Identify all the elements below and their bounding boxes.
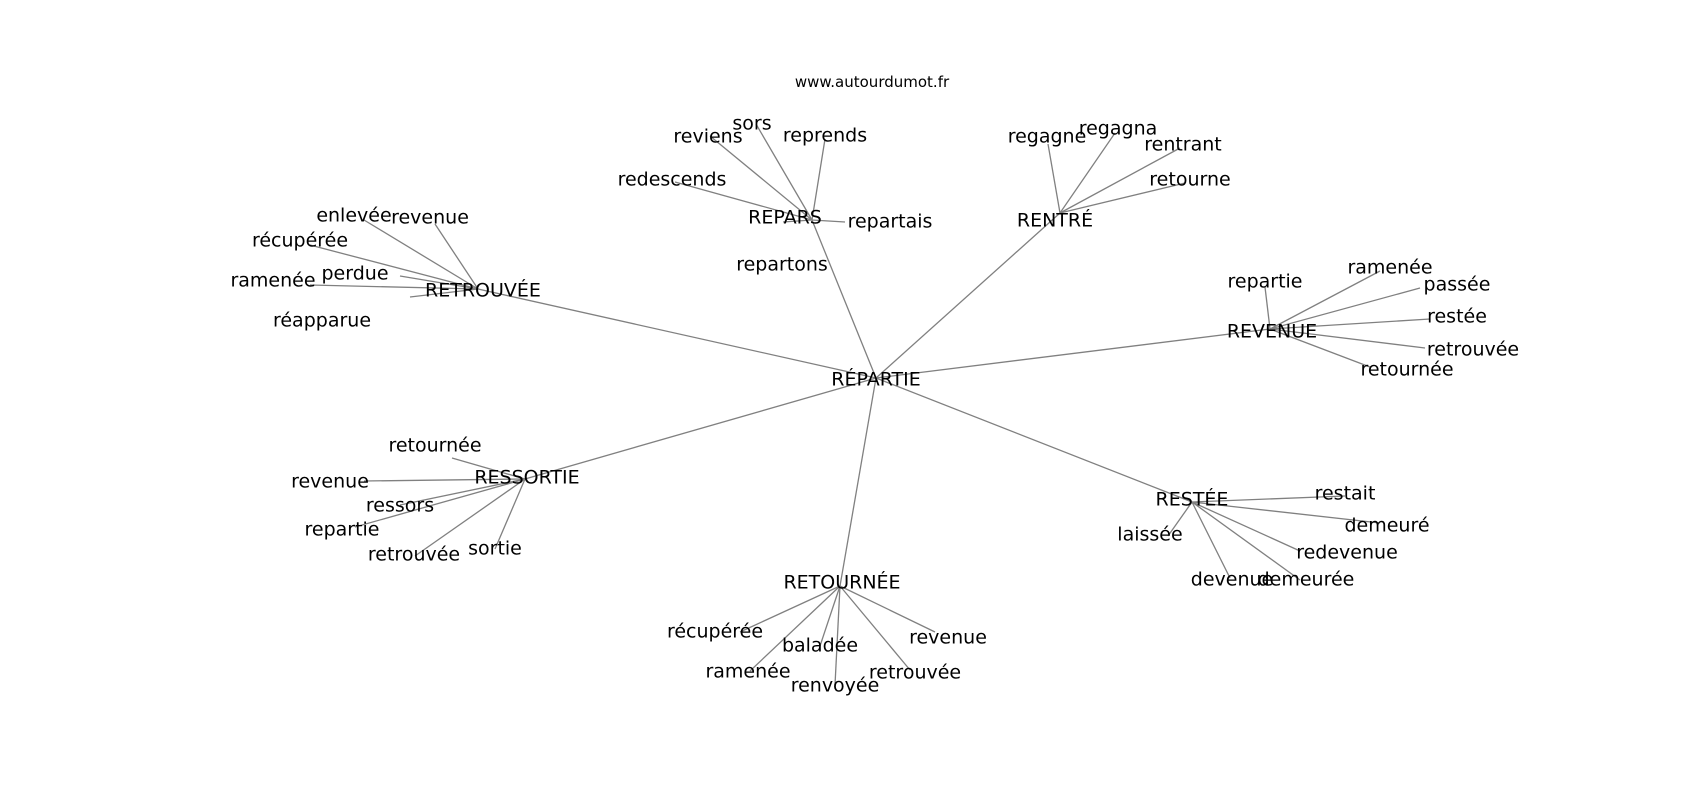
leaf-node-label: repartie	[304, 519, 379, 541]
edge-hub-to-leaf	[1059, 132, 1116, 214]
leaf-node-label: regagne	[1008, 126, 1087, 148]
leaf-node-label: repartie	[1227, 271, 1302, 293]
site-label: www.autourdumot.fr	[795, 73, 950, 91]
edge-hub-to-leaf	[811, 138, 826, 221]
leaf-node-label: revenue	[391, 207, 469, 229]
edge-hub-to-leaf	[363, 478, 526, 482]
leaf-node-label: repartons	[736, 254, 828, 276]
leaf-node-label: sors	[732, 113, 771, 135]
leaf-node-label: redevenue	[1296, 542, 1398, 564]
leaf-node-label: devenue	[1191, 569, 1273, 591]
edge-hub-to-leaf	[1191, 501, 1301, 552]
edge-hub-to-leaf	[309, 244, 479, 290]
leaf-node-label: retournée	[388, 435, 481, 457]
edge-hub-to-leaf	[834, 585, 841, 686]
leaf-node-label: repartais	[848, 211, 933, 233]
edge-hub-to-leaf	[739, 585, 841, 633]
edge-hub-to-leaf	[811, 219, 846, 223]
edge-center-to-hub	[875, 328, 1271, 379]
edge-hub-to-leaf	[1269, 328, 1426, 349]
hub-node-label: RESSORTIE	[474, 467, 579, 489]
edge-hub-to-leaf	[1191, 501, 1231, 579]
leaf-node-label: perdue	[321, 263, 388, 285]
edge-hub-to-leaf	[409, 288, 479, 298]
edge-center-to-hub	[839, 377, 877, 587]
leaf-node-label: rentrant	[1144, 134, 1222, 156]
edges	[309, 123, 1431, 686]
leaf-node-label: ramenée	[705, 661, 790, 683]
leaf-node-label: demeuré	[1344, 515, 1429, 537]
edge-hub-to-leaf	[1269, 318, 1431, 330]
leaf-node-label: retourne	[1149, 169, 1230, 191]
edge-hub-to-leaf	[839, 585, 936, 633]
edge-hub-to-leaf	[1269, 270, 1381, 330]
leaf-node-label: revenue	[909, 627, 987, 649]
edge-hub-to-leaf	[1191, 495, 1346, 503]
edge-hub-to-leaf	[309, 284, 479, 290]
edge-hub-to-leaf	[1191, 501, 1301, 581]
edge-center-to-hub	[875, 377, 1193, 503]
edge-hub-to-leaf	[1059, 147, 1181, 214]
edge-hub-to-leaf	[399, 478, 526, 506]
edge-center-to-hub	[477, 288, 877, 379]
leaf-node-label: réapparue	[273, 310, 371, 332]
edge-hub-to-leaf	[1059, 182, 1186, 214]
leaf-node-label: récupérée	[252, 230, 348, 252]
edge-hub-to-leaf	[1264, 286, 1271, 330]
hub-node-label: REVENUE	[1227, 321, 1317, 343]
edge-hub-to-leaf	[494, 478, 526, 550]
edge-hub-to-leaf	[1191, 501, 1381, 524]
leaf-node-label: retrouvée	[869, 662, 961, 684]
hub-node-label: RESTÉE	[1156, 488, 1229, 511]
leaf-node-label: ramenée	[230, 270, 315, 292]
leaf-node-label: retournée	[1360, 359, 1453, 381]
leaf-node-label: renvoyée	[791, 675, 880, 697]
edge-hub-to-leaf	[749, 585, 841, 672]
leaf-node-label: revenue	[291, 471, 369, 493]
leaf-node-label: redescends	[618, 169, 727, 191]
edge-hub-to-leaf	[1047, 143, 1061, 214]
edge-center-to-hub	[811, 219, 877, 379]
edge-hub-to-leaf	[1269, 328, 1371, 368]
edge-hub-to-leaf	[363, 219, 479, 290]
hub-node-label: RETOURNÉE	[783, 571, 900, 594]
leaf-node-label: restait	[1315, 483, 1376, 505]
hub-node-label: REPARS	[748, 207, 822, 229]
leaf-node-label: regagna	[1079, 118, 1158, 140]
hub-node-label: RENTRÉ	[1017, 209, 1093, 232]
leaf-node-label: retrouvée	[368, 544, 460, 566]
edge-hub-to-leaf	[399, 275, 479, 290]
leaf-node-label: enlevée	[316, 205, 391, 227]
edge-hub-to-leaf	[674, 181, 813, 221]
leaf-node-label: baladée	[782, 635, 858, 657]
leaf-node-label: ressors	[366, 495, 434, 517]
edge-hub-to-leaf	[819, 585, 841, 647]
edge-hub-to-leaf	[451, 457, 526, 480]
leaf-node-label: sortie	[468, 538, 522, 560]
center-node-label: RÉPARTIE	[831, 368, 920, 391]
edge-center-to-hub	[524, 377, 877, 480]
edge-hub-to-leaf	[839, 585, 911, 671]
edge-hub-to-leaf	[434, 223, 479, 290]
hub-node-label: RETROUVÉE	[425, 279, 541, 302]
edge-hub-to-leaf	[414, 478, 526, 557]
edge-hub-to-leaf	[354, 478, 526, 528]
leaf-node-label: passée	[1424, 274, 1491, 296]
edge-center-to-hub	[875, 212, 1061, 379]
leaf-node-label: laissée	[1117, 524, 1182, 546]
edge-hub-to-leaf	[782, 219, 813, 223]
edge-hub-to-leaf	[1269, 287, 1421, 330]
leaf-node-label: ramenée	[1347, 257, 1432, 279]
leaf-node-label: retrouvée	[1427, 339, 1519, 361]
edge-hub-to-leaf	[709, 135, 813, 221]
leaf-node-label: restée	[1427, 306, 1487, 328]
leaf-node-label: récupérée	[667, 621, 763, 643]
leaf-node-label: reviens	[673, 126, 742, 148]
edge-hub-to-leaf	[755, 123, 813, 221]
edge-hub-to-leaf	[1167, 501, 1193, 537]
leaf-node-label: demeurée	[1258, 569, 1355, 591]
leaf-node-label: reprends	[783, 125, 867, 147]
